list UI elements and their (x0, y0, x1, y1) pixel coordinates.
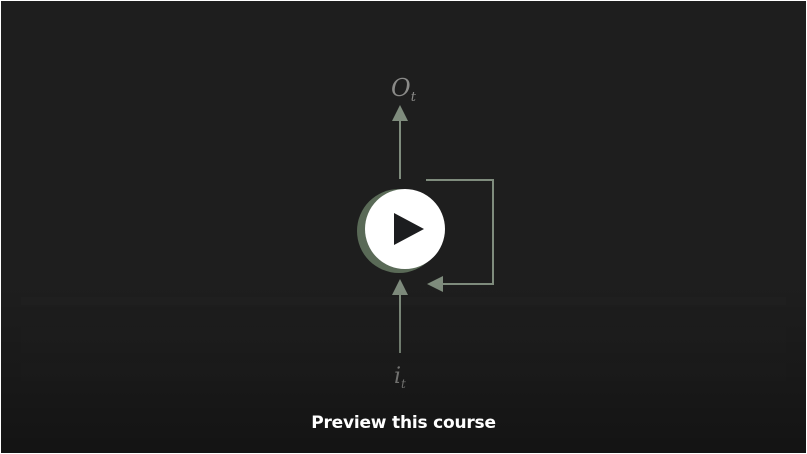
play-icon (394, 213, 424, 245)
blurred-background-text (21, 297, 786, 389)
input-label: it (394, 364, 406, 391)
recurrent-loop-arrow (426, 179, 494, 292)
play-button[interactable] (365, 189, 445, 269)
bottom-gradient-overlay (1, 281, 806, 453)
preview-course-label[interactable]: Preview this course (311, 413, 496, 433)
output-label: Ot (391, 74, 417, 105)
